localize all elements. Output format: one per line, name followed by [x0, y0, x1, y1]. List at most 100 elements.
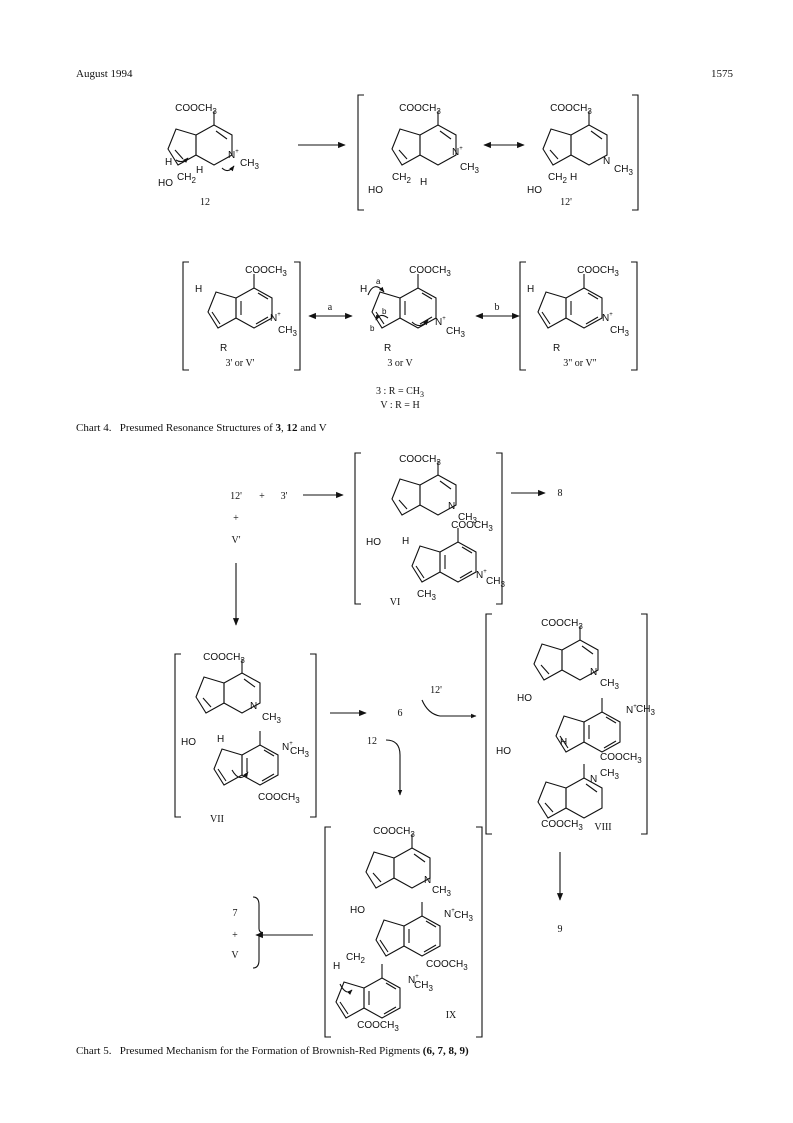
VI-upper-ring5 [391, 478, 421, 516]
IX-ch3-upper: CH3 [432, 885, 451, 898]
VII-H: H [217, 734, 224, 745]
VI-HO: HO [366, 537, 381, 548]
cmpd-3-arrow-a [367, 286, 385, 296]
VIII-N-upper: N [590, 667, 597, 678]
VI-ch3-lower: CH3 [486, 576, 505, 589]
cmpd-12res1-cooch3: COOCH3 [399, 103, 441, 116]
VIII-N-lower: N [590, 774, 597, 785]
label-plus-7V: + [232, 930, 238, 941]
IX-upper-ring5 [365, 851, 395, 889]
ch5-12p: 12' [230, 491, 242, 502]
bracket-VI-right [496, 452, 503, 605]
chart4-caption: Chart 4. Presumed Resonance Structures o… [76, 422, 327, 434]
cmpd-3p-cooch3: COOCH3 [245, 265, 287, 278]
bracket-VII-left [174, 653, 181, 818]
cmpd-3p-db-d [211, 311, 221, 325]
ch5-plus2: + [233, 513, 239, 524]
cmpd-3pp-db-c [585, 316, 599, 325]
cmpd-3pp-H: H [527, 284, 534, 295]
cmpd-12-ring6 [195, 124, 233, 166]
chart5-title: Presumed Mechanism for the Formation of … [119, 1045, 421, 1057]
VIII-upper-db5 [540, 664, 550, 675]
IX-H: H [333, 961, 340, 972]
cmpd-12-res1-ring5 [391, 128, 421, 166]
VIII-HO-upper: HO [517, 693, 532, 704]
VII-HO: HO [181, 737, 196, 748]
cmpd-12-arrow2 [221, 165, 235, 172]
VIII-lower-ring5 [537, 781, 567, 819]
VIII-lower-db5 [544, 802, 554, 813]
bracket-3pp-right [631, 261, 638, 371]
chart4-title: Presumed Resonance Structures of [119, 422, 273, 434]
cmpd-3pp-ring5 [537, 291, 567, 329]
IX-cooch3-upper: COOCH3 [373, 826, 415, 839]
IX-N-mid: N+ [444, 908, 455, 920]
VI-N-upper: N [448, 501, 455, 512]
label-7: 7 [233, 908, 238, 919]
IX-upper-db6 [413, 853, 426, 863]
cmpd-12-HO: HO [158, 178, 173, 189]
bracket-IX-left [324, 826, 331, 1038]
ch5-plus1: + [259, 491, 265, 502]
bracket-IX-right [476, 826, 483, 1038]
VI-lower-ring5 [411, 545, 441, 583]
cmpd-3-arrow-N [411, 319, 429, 327]
cmpd-12-db5 [174, 149, 184, 160]
label-3pp-or-Vpp: 3" or V" [563, 358, 597, 369]
cmpd-12-res1-db5 [398, 149, 408, 160]
cmpd-12p-db5 [549, 149, 559, 160]
IX-cooch3-mid: COOCH3 [426, 959, 468, 972]
IX-arrow [339, 983, 353, 996]
label-VIII: VIII [594, 822, 611, 833]
page-number: 1575 [711, 68, 733, 80]
IX-lower-ring5 [335, 981, 365, 1019]
VII-N-lower: N+ [282, 741, 293, 753]
IX-ch2: CH2 [346, 952, 365, 965]
label-9: 9 [558, 924, 563, 935]
label-path-b: b [495, 302, 500, 313]
VII-N-upper: N [250, 701, 257, 712]
VIII-cooch3-lower: COOCH3 [541, 819, 583, 832]
IX-mid-db-c [423, 944, 437, 953]
cmpd-12-res1-db6 [439, 130, 452, 140]
IX-mid-db-b [425, 920, 437, 928]
label-VI: VI [390, 597, 401, 608]
VII-arrow [231, 769, 249, 779]
VIII-N-mid: N+ [626, 704, 637, 716]
label-VII: VII [210, 814, 224, 825]
VIII-lower-db6 [585, 783, 598, 793]
VIII-ch3-lower: CH3 [600, 768, 619, 781]
cmpd-12res1-H: H [420, 177, 427, 188]
chart4-compound-12: 12 [286, 422, 298, 434]
cmpd-12p-db6 [590, 130, 603, 140]
VI-cooch3-lower: COOCH3 [451, 520, 493, 533]
cmpd-3pp-db-d [541, 311, 551, 325]
IX-mid-db-d [379, 939, 389, 953]
chart5-caption: Chart 5. Presumed Mechanism for the Form… [76, 1045, 469, 1057]
bracket-VI-left [354, 452, 361, 605]
cmpd-3-H: H [360, 284, 367, 295]
cmpd-12p-N: N [603, 156, 610, 167]
cmpd-3-b: b [382, 307, 387, 316]
bracket-3p-left [182, 261, 189, 371]
label-12-reagent: 12 [367, 736, 377, 747]
bracket-3pp-left [519, 261, 526, 371]
cmpd-12-N: N+ [228, 149, 239, 161]
VII-cooch3-upper: COOCH3 [203, 652, 245, 665]
VI-H: H [402, 536, 409, 547]
VII-upper-db6 [243, 678, 256, 688]
ch5-Vp: V' [231, 535, 240, 546]
cmpd-3pp-N: N+ [602, 312, 613, 324]
chart5-number: Chart 5. [76, 1045, 112, 1057]
cmpd-3p-db-b [257, 292, 269, 300]
definition-V: V : R = H [380, 400, 419, 411]
cmpd-3-cooch3: COOCH3 [409, 265, 451, 278]
VI-ch3-methyl: CH3 [417, 589, 436, 602]
VI-ch3-upper: CH3 [458, 512, 477, 525]
chart4-compound-3: 3 [275, 422, 282, 434]
cmpd-3-db-b [421, 292, 433, 300]
VII-cooch3-lower: COOCH3 [258, 792, 300, 805]
cmpd-12p-cooch3: COOCH3 [550, 103, 592, 116]
VI-upper-db6 [439, 480, 452, 490]
IX-ch3-lower: CH3 [414, 980, 433, 993]
